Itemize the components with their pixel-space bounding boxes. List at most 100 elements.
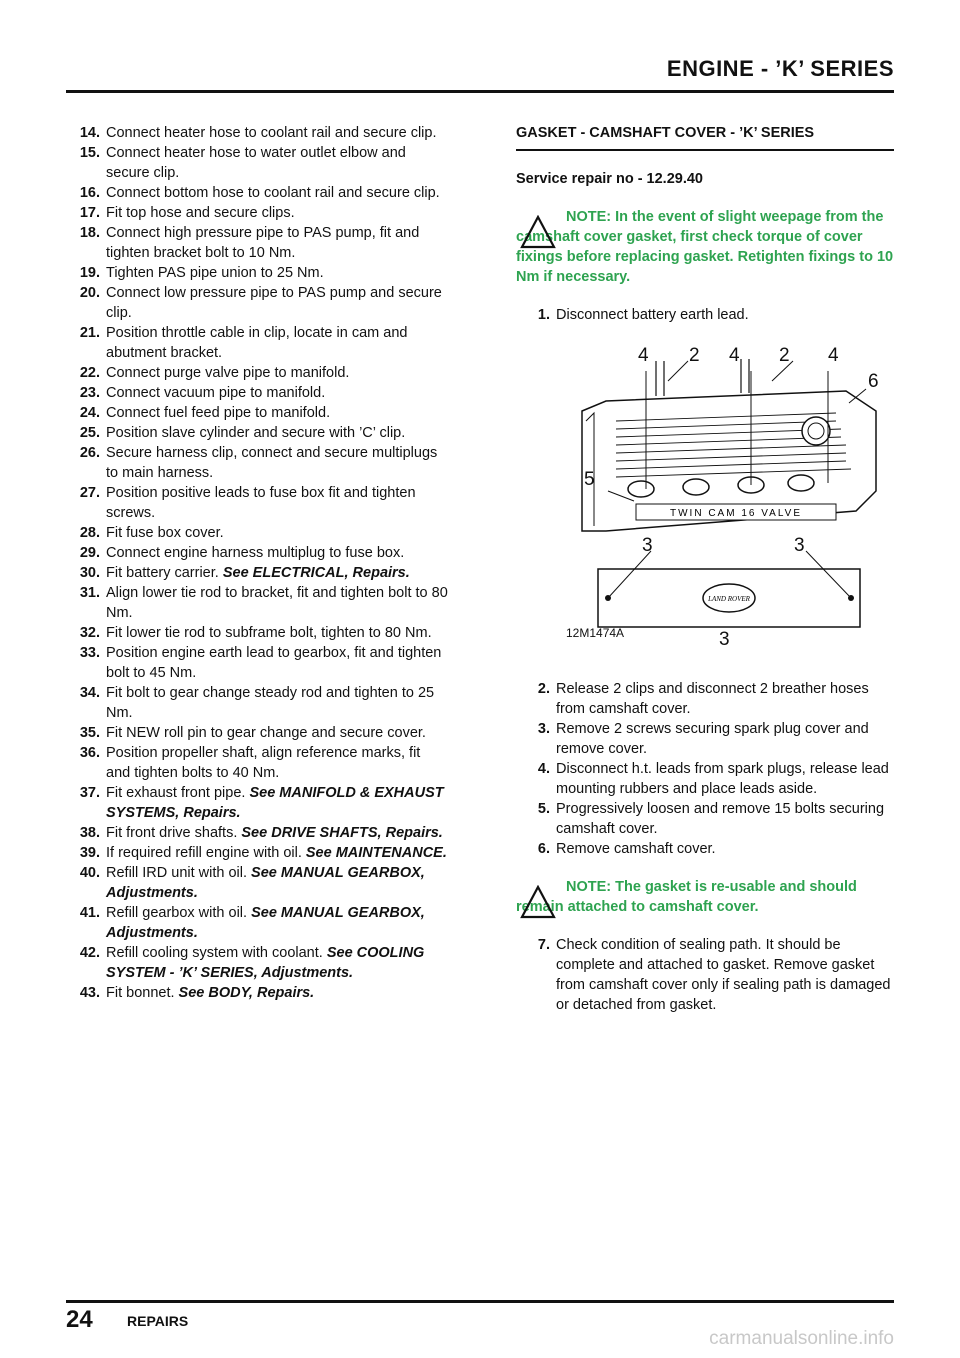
step-body: Connect heater hose to coolant rail and … [106,125,437,141]
note-weepage: NOTE: In the event of slight weepage fro… [516,207,894,287]
warning-icon [520,215,556,249]
watermark-url: carmanualsonline.info [709,1328,894,1349]
step-body: Connect high pressure pipe to PAS pump, … [106,225,420,261]
step-text: Tighten PAS pipe union to 25 Nm. [106,263,448,283]
step-text: Fit top hose and secure clips. [106,203,448,223]
step-number: 15. [79,145,100,161]
step-text: Connect engine harness multiplug to fuse… [106,543,448,563]
step-number: 29. [79,545,100,561]
step-item: 14.Connect heater hose to coolant rail a… [66,123,448,143]
step-text: Position positive leads to fuse box fit … [106,483,448,523]
step-text: Connect heater hose to coolant rail and … [106,123,448,143]
callout-label: 3 [719,629,730,650]
step-text: Connect bottom hose to coolant rail and … [106,183,448,203]
callout-label: 4 [638,345,649,366]
step-item: 28.Fit fuse box cover. [66,523,448,543]
step-text: Position throttle cable in clip, locate … [106,323,448,363]
section-rule [516,149,894,151]
step-text: Remove camshaft cover. [556,841,716,857]
callout-label: 3 [642,535,653,556]
step-number: 22. [79,365,100,381]
cross-reference-link[interactable]: See MAINTENANCE. [305,845,447,861]
step-item: 34.Fit bolt to gear change steady rod an… [66,683,448,723]
step-text: Refill cooling system with coolant. See … [106,943,448,983]
step-body: Position propeller shaft, align referenc… [106,745,421,781]
footer-section: REPAIRS [127,1313,189,1329]
step-body: Position slave cylinder and secure with … [106,425,406,441]
step-number: 32. [79,625,100,641]
cross-reference-link[interactable]: See MANUAL GEARBOX, Adjustments. [106,905,425,941]
step-text: Fit front drive shafts. See DRIVE SHAFTS… [106,823,448,843]
step-body: Fit bolt to gear change steady rod and t… [106,685,435,721]
callout-label: 4 [729,345,740,366]
step-1: 1. Disconnect battery earth lead. [516,305,894,325]
camshaft-cover-drawing: TWIN CAM 16 VALVE LAND ROVER 4 2 4 2 4 [566,345,879,650]
step-item: 6.Remove camshaft cover. [516,839,894,859]
callout-label: 2 [689,345,700,366]
step-text: Refill gearbox with oil. See MANUAL GEAR… [106,903,448,943]
step-item: 4.Disconnect h.t. leads from spark plugs… [516,759,894,799]
note-text: NOTE: The gasket is re-usable and should… [516,879,857,915]
step-body: Position positive leads to fuse box fit … [106,485,416,521]
step-text: Fit bonnet. See BODY, Repairs. [106,983,448,1003]
step-number: 18. [79,225,100,241]
step-body: Fit exhaust front pipe. [106,785,246,801]
step-body: Connect engine harness multiplug to fuse… [106,545,405,561]
cross-reference-link[interactable]: See ELECTRICAL, Repairs. [222,565,410,581]
cross-reference-link[interactable]: See BODY, Repairs. [178,985,315,1001]
step-number: 5. [537,801,550,817]
cross-reference-link[interactable]: See MANUAL GEARBOX, Adjustments. [106,865,425,901]
callout-lines [607,360,867,599]
step-7: 7. Check condition of sealing path. It s… [516,935,894,1015]
step-body: Position engine earth lead to gearbox, f… [106,645,442,681]
cross-reference-link[interactable]: See DRIVE SHAFTS, Repairs. [241,825,443,841]
step-body: Tighten PAS pipe union to 25 Nm. [106,265,324,281]
step-number: 43. [79,985,100,1001]
step-number: 30. [79,565,100,581]
footer-rule [66,1300,894,1303]
right-column: GASKET - CAMSHAFT COVER - ’K’ SERIES Ser… [516,123,894,1015]
step-body: Connect vacuum pipe to manifold. [106,385,326,401]
step-item: 16.Connect bottom hose to coolant rail a… [66,183,448,203]
cross-reference-link[interactable]: See COOLING SYSTEM - ’K’ SERIES, Adjustm… [106,945,425,981]
step-text: Connect vacuum pipe to manifold. [106,383,448,403]
step-item: 26.Secure harness clip, connect and secu… [66,443,448,483]
cross-reference-link[interactable]: See MANIFOLD & EXHAUST SYSTEMS, Repairs. [106,785,444,821]
step-body: Refill cooling system with coolant. [106,945,323,961]
step-text: Position slave cylinder and secure with … [106,423,448,443]
step-number: 17. [79,205,100,221]
step-item: 2.Release 2 clips and disconnect 2 breat… [516,679,894,719]
step-text: Connect fuel feed pipe to manifold. [106,403,448,423]
callout-label: 2 [779,345,790,366]
step-body: Fit bonnet. [106,985,175,1001]
warning-icon [520,885,556,919]
step-text: Fit fuse box cover. [106,523,448,543]
step-number: 23. [79,385,100,401]
step-text: Release 2 clips and disconnect 2 breathe… [556,681,869,717]
step-number: 33. [79,645,100,661]
callout-label: 3 [794,535,805,556]
step-item: 42.Refill cooling system with coolant. S… [66,943,448,983]
step-number: 38. [79,825,100,841]
step-text: Connect purge valve pipe to manifold. [106,363,448,383]
step-number: 24. [79,405,100,421]
page-header-title: ENGINE - ’K’ SERIES [666,56,894,81]
step-item: 40.Refill IRD unit with oil. See MANUAL … [66,863,448,903]
step-text: Fit battery carrier. See ELECTRICAL, Rep… [106,563,448,583]
step-number: 37. [79,785,100,801]
land-rover-logo [702,583,756,613]
step-item: 41. Refill gearbox with oil. See MANUAL G… [66,903,448,943]
step-text: Check condition of sealing path. It shou… [556,937,891,1013]
step-text: Fit exhaust front pipe. See MANIFOLD & E… [106,783,448,823]
step-item: 31.Align lower tie rod to bracket, fit a… [66,583,448,623]
step-number: 7. [537,937,550,953]
camshaft-cover-figure: TWIN CAM 16 VALVE LAND ROVER 4 2 4 2 4 [546,341,886,661]
step-text: Position propeller shaft, align referenc… [106,743,448,783]
step-text: Fit lower tie rod to subframe bolt, tigh… [106,623,448,643]
step-body: Fit battery carrier. [106,565,219,581]
step-number: 41. [79,905,100,921]
step-number: 1. [537,307,550,323]
step-body: Connect fuel feed pipe to manifold. [106,405,331,421]
page-number: 24 [66,1306,93,1333]
step-body: Fit top hose and secure clips. [106,205,295,221]
